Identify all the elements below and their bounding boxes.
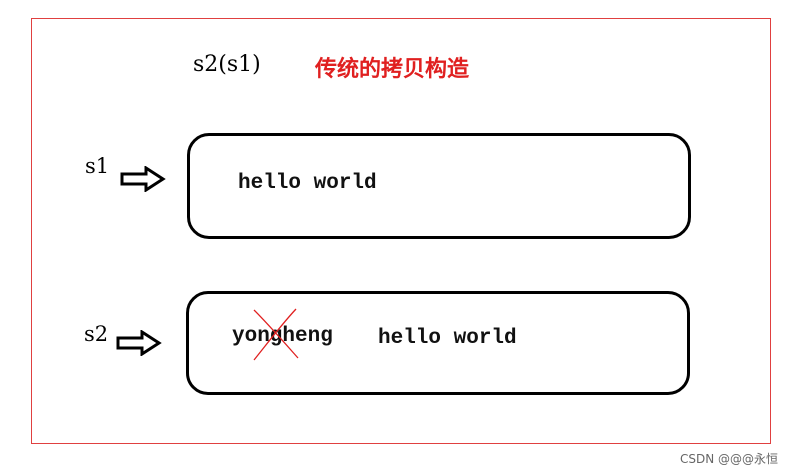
s2-arrow-icon xyxy=(116,330,162,356)
s1-arrow-icon xyxy=(120,166,166,192)
diagram-frame xyxy=(31,18,771,444)
s1-content: hello world xyxy=(238,172,377,195)
diagram-title: 传统的拷贝构造 xyxy=(315,57,470,82)
s2-buffer-box xyxy=(186,291,690,395)
copy-expression: s2(s1) xyxy=(193,52,261,77)
s2-old-content: yongheng xyxy=(232,325,333,348)
s2-label: s2 xyxy=(84,322,109,346)
cross-out-icon xyxy=(253,308,299,361)
s2-content: hello world xyxy=(378,327,517,350)
watermark: CSDN @@@永恒 xyxy=(679,452,778,466)
s1-label: s1 xyxy=(85,154,110,178)
s1-buffer-box xyxy=(187,133,691,239)
